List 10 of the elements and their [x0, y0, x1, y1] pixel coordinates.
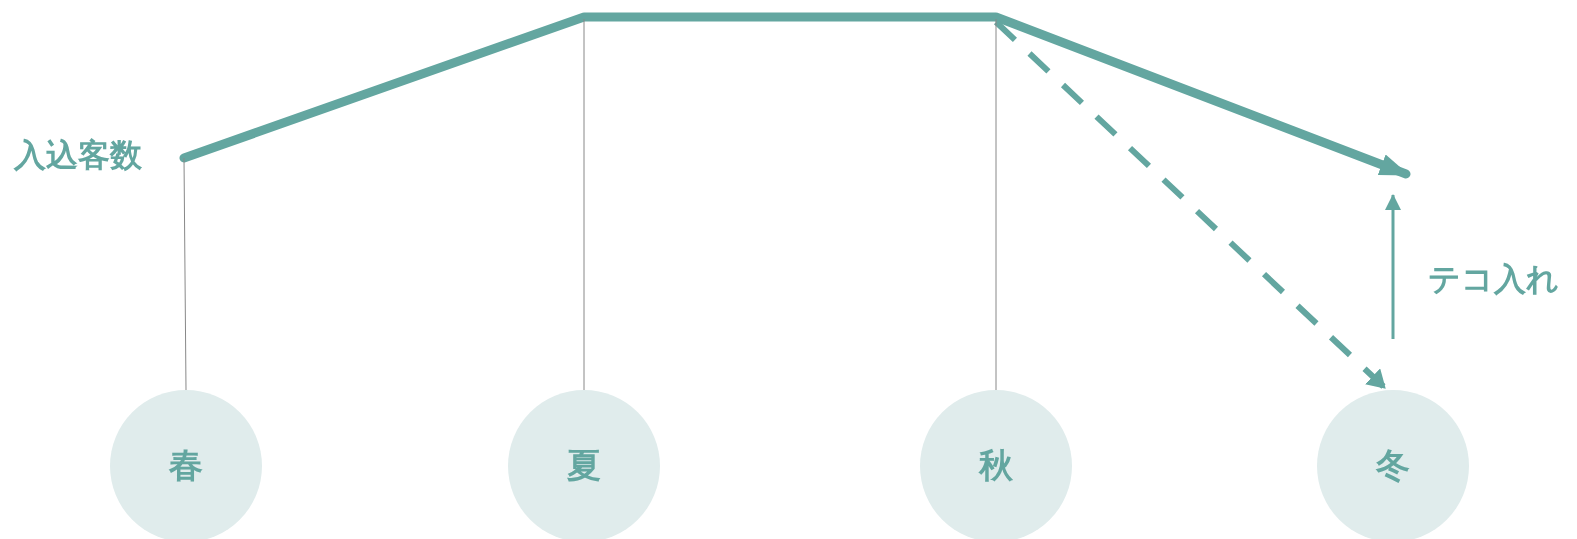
axis-label: 入込客数: [14, 134, 142, 178]
arrow-label: テコ入れ: [1428, 258, 1559, 302]
leader-line: [183, 157, 187, 391]
season-circle: 夏: [508, 390, 660, 539]
leader-line: [995, 18, 997, 391]
season-circle: 春: [110, 390, 262, 539]
season-circle: 秋: [920, 390, 1072, 539]
leader-line: [583, 18, 585, 391]
season-circle: 冬: [1317, 390, 1469, 539]
arrow: [993, 19, 1388, 391]
